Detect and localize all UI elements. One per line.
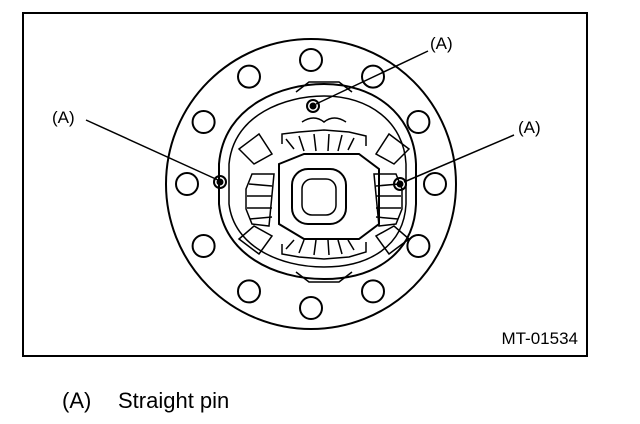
bolt-hole xyxy=(237,64,261,89)
callout-label-top: (A) xyxy=(430,34,453,53)
callout-label-right: (A) xyxy=(518,118,541,137)
ring-gear-flange xyxy=(165,38,457,330)
center-bore xyxy=(291,168,347,225)
legend: (A) Straight pin xyxy=(62,388,229,414)
bolt-hole xyxy=(361,64,385,89)
legend-key: (A) xyxy=(62,388,92,413)
straight-pin-top xyxy=(306,99,320,113)
leader-line-right xyxy=(403,134,515,183)
legend-text: Straight pin xyxy=(118,388,230,413)
bolt-hole xyxy=(406,110,431,134)
bolt-hole xyxy=(423,172,447,196)
bolt-hole xyxy=(175,172,199,196)
leader-line-left xyxy=(85,119,219,181)
leader-line-top xyxy=(315,50,429,105)
illustration-frame: (A) (A) (A) MT-01534 xyxy=(22,12,588,357)
figure-code: MT-01534 xyxy=(501,329,578,348)
bolt-hole xyxy=(406,234,431,258)
bolt-holes xyxy=(175,48,447,320)
callout-label-left: (A) xyxy=(52,108,75,127)
straight-pin-left xyxy=(213,175,227,189)
bolt-hole xyxy=(191,234,216,258)
pinion-cage xyxy=(278,153,380,240)
bolt-hole xyxy=(299,48,323,72)
differential-case-drawing xyxy=(85,38,515,330)
side-gears xyxy=(245,129,403,260)
bolt-hole xyxy=(361,279,385,304)
case-body xyxy=(218,82,417,281)
straight-pin-right xyxy=(393,177,407,191)
bolt-hole xyxy=(191,110,216,134)
bolt-hole xyxy=(299,296,323,320)
bolt-hole xyxy=(237,279,261,304)
